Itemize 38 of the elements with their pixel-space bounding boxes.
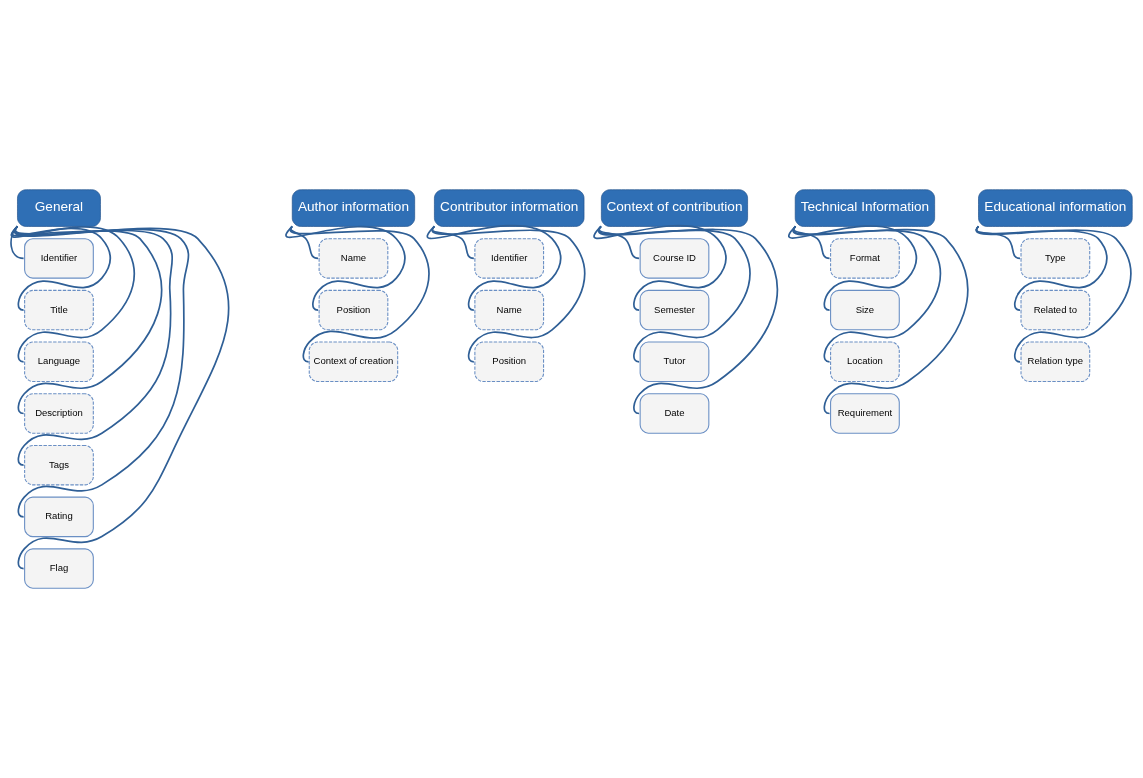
node-box: Author information — [291, 189, 415, 227]
connector — [597, 225, 779, 415]
node-box: Flag — [24, 548, 94, 589]
node-box: Name — [318, 238, 389, 279]
node-box: General — [17, 189, 101, 227]
node-box: Location — [830, 341, 900, 383]
node-box: Related to — [1020, 289, 1091, 331]
connector — [426, 224, 562, 311]
node-box: Relation type — [1020, 341, 1091, 383]
node-box: Context of contribution — [601, 189, 748, 227]
node-box: Identifier — [474, 238, 545, 279]
node-box: Position — [318, 289, 389, 331]
node-box: Size — [830, 289, 900, 331]
connector — [285, 225, 406, 311]
node-box: Identifier — [24, 238, 94, 279]
node-box: Name — [474, 289, 545, 331]
connector — [10, 225, 135, 363]
node-box: Technical Information — [794, 189, 935, 227]
node-box: Language — [24, 341, 94, 383]
node-box: Course ID — [639, 238, 710, 279]
node-box: Type — [1020, 238, 1091, 279]
node-box: Title — [24, 289, 94, 331]
node-box: Requirement — [830, 393, 900, 434]
connector — [788, 225, 918, 311]
node-box: Position — [474, 341, 545, 383]
node-box: Description — [24, 393, 94, 434]
node-box: Date — [639, 393, 710, 434]
node-box: Format — [830, 238, 900, 279]
node-box: Context of creation — [308, 341, 399, 383]
connector — [11, 225, 112, 311]
connector — [792, 225, 969, 415]
node-box: Tags — [24, 444, 94, 486]
node-box: Semester — [639, 289, 710, 331]
connector — [289, 225, 430, 363]
node-box: Tutor — [639, 341, 710, 383]
node-box: Educational information — [978, 189, 1133, 227]
node-box: Contributor information — [434, 189, 585, 227]
node-box: Rating — [24, 496, 94, 538]
